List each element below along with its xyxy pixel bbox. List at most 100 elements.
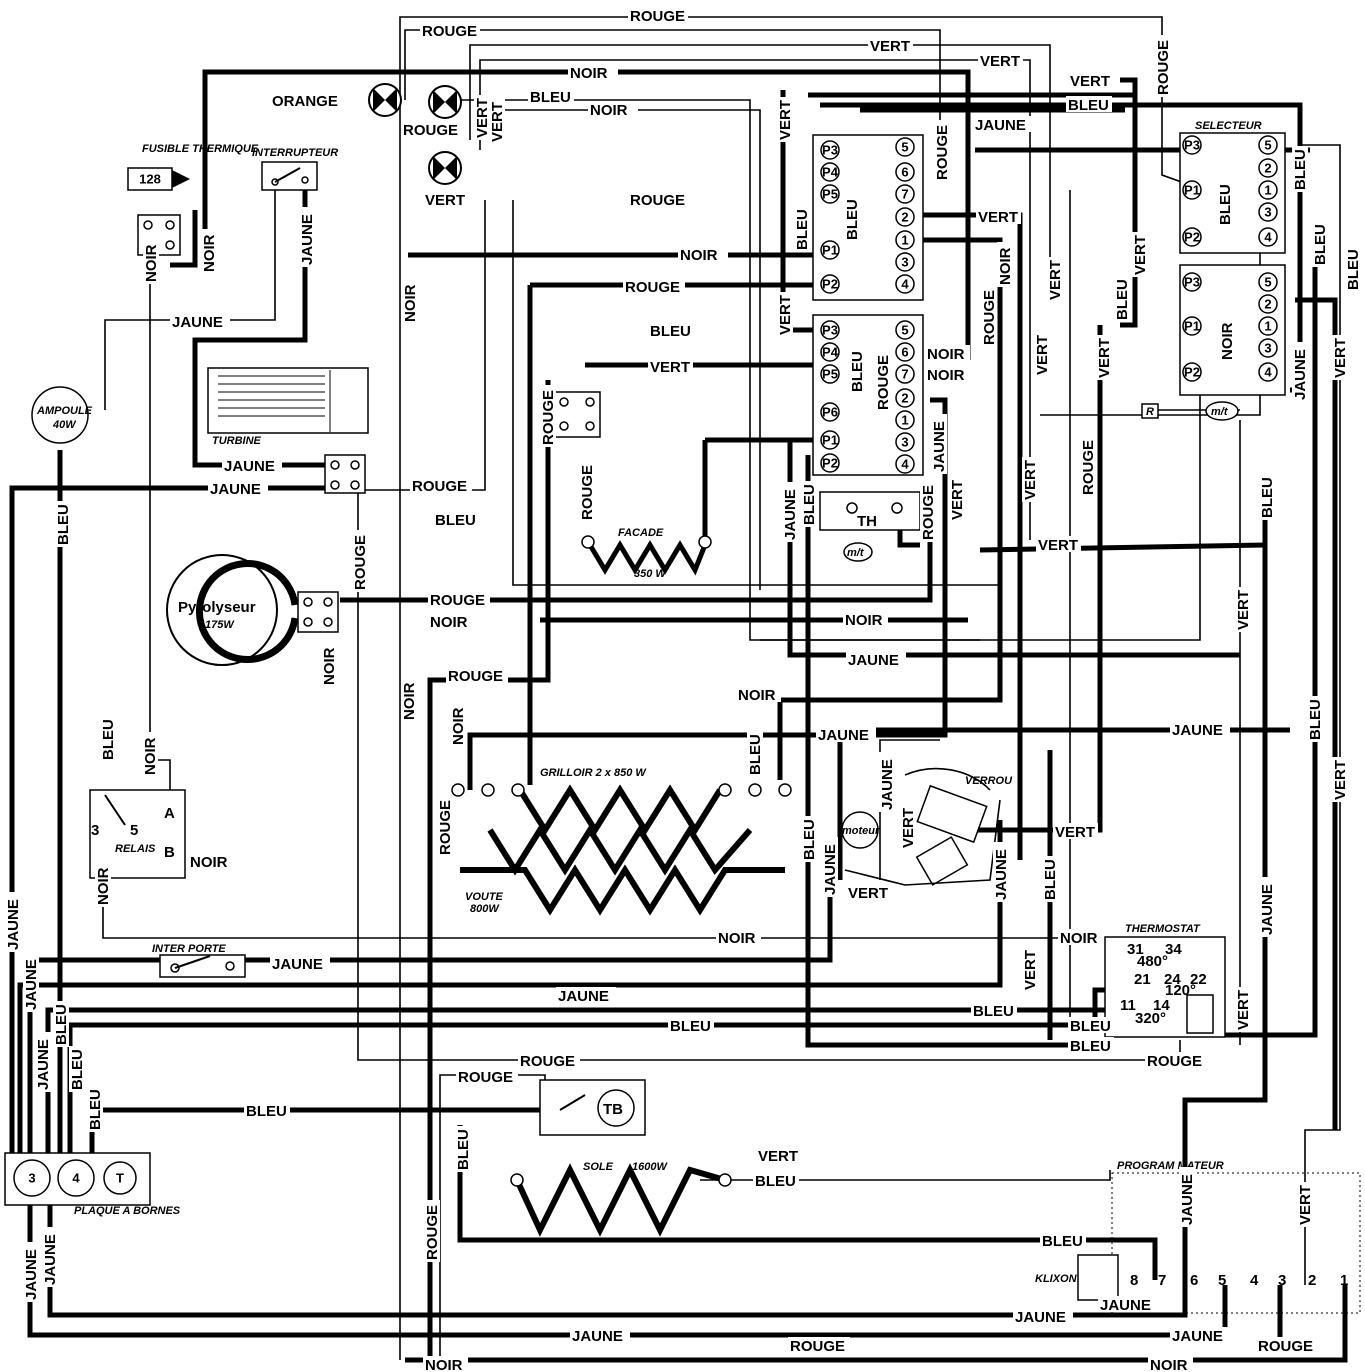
- svg-text:JAUNE: JAUNE: [23, 1249, 40, 1300]
- svg-text:VERT: VERT: [1038, 537, 1078, 554]
- svg-text:VERT: VERT: [978, 209, 1018, 226]
- svg-text:2: 2: [1264, 297, 1271, 312]
- svg-text:P5: P5: [822, 367, 838, 382]
- svg-text:P3: P3: [1184, 275, 1200, 290]
- thermostat: THERMOSTAT 31 34 21 24 22 11 14 480° 120…: [1104, 923, 1226, 1038]
- selector-top-left-terminals: P3 P4 P5 P1 P2: [820, 140, 840, 294]
- selecteur2-left-terminals: P3 P1 P2: [1182, 272, 1202, 382]
- svg-text:VERT: VERT: [1047, 260, 1064, 300]
- svg-text:P2: P2: [1184, 365, 1200, 380]
- svg-text:JAUNE: JAUNE: [224, 458, 275, 475]
- svg-text:ROUGE: ROUGE: [1155, 40, 1172, 95]
- svg-text:320°: 320°: [1135, 1010, 1166, 1027]
- svg-text:VERROU: VERROU: [965, 775, 1013, 787]
- svg-text:175W: 175W: [205, 619, 235, 631]
- svg-text:BLEU: BLEU: [246, 1103, 287, 1120]
- svg-text:7: 7: [901, 187, 908, 202]
- svg-text:BLEU: BLEU: [1345, 249, 1362, 290]
- svg-text:JAUNE: JAUNE: [1100, 1297, 1151, 1314]
- selecteur2-right-terminals: 5 2 1 3 4: [1258, 272, 1278, 382]
- svg-text:P2: P2: [822, 456, 838, 471]
- svg-text:FACADE: FACADE: [618, 527, 664, 539]
- svg-text:BLEU: BLEU: [973, 1003, 1014, 1020]
- lamp-vert-label: VERT: [425, 192, 465, 209]
- svg-text:VERT: VERT: [980, 53, 1020, 70]
- svg-text:P5: P5: [822, 187, 838, 202]
- svg-text:VERT: VERT: [1132, 235, 1149, 275]
- voute: VOUTE 800W: [460, 864, 785, 916]
- svg-text:JAUNE: JAUNE: [299, 214, 316, 265]
- svg-text:ROUGE: ROUGE: [630, 8, 685, 25]
- svg-text:1: 1: [901, 413, 908, 428]
- svg-text:6: 6: [901, 345, 908, 360]
- svg-text:40W: 40W: [52, 419, 77, 431]
- svg-text:BLEU: BLEU: [670, 1018, 711, 1035]
- selector-mid-left-terminals: P3 P4 P5 P6 P1 P2: [820, 320, 840, 473]
- svg-text:A: A: [164, 805, 175, 822]
- svg-text:BLEU: BLEU: [1068, 97, 1109, 114]
- svg-text:RELAIS: RELAIS: [115, 843, 156, 855]
- svg-text:P1: P1: [822, 433, 838, 448]
- svg-text:BLEU: BLEU: [1114, 279, 1131, 320]
- svg-text:BLEU: BLEU: [455, 1129, 472, 1170]
- svg-text:NOIR: NOIR: [143, 244, 160, 282]
- svg-text:P1: P1: [1184, 183, 1200, 198]
- interrupteur: INTERRUPTEUR: [252, 147, 338, 191]
- lamp-orange: ORANGE: [272, 83, 402, 117]
- svg-text:34: 34: [1165, 941, 1182, 958]
- svg-text:BLEU: BLEU: [69, 1049, 86, 1090]
- svg-text:NOIR: NOIR: [845, 612, 883, 629]
- svg-text:PROGRAM MATEUR: PROGRAM MATEUR: [1117, 1160, 1224, 1172]
- turbine: TURBINE: [207, 367, 369, 494]
- svg-text:BLEU: BLEU: [1259, 477, 1276, 518]
- svg-text:P4: P4: [822, 345, 839, 360]
- svg-text:VERT: VERT: [949, 480, 966, 520]
- plaque-a-bornes: 3 4 T PLAQUE A BORNES: [4, 1152, 181, 1217]
- svg-text:NOIR: NOIR: [927, 367, 965, 384]
- svg-text:NOIR: NOIR: [1150, 1357, 1188, 1372]
- svg-text:ROUGE: ROUGE: [1147, 1053, 1202, 1070]
- svg-text:4: 4: [1264, 230, 1272, 245]
- svg-text:21: 21: [1134, 971, 1151, 988]
- svg-text:BLEU: BLEU: [801, 484, 818, 525]
- svg-text:NOIR: NOIR: [718, 930, 756, 947]
- svg-text:JAUNE: JAUNE: [1172, 1328, 1223, 1345]
- svg-text:3: 3: [28, 1171, 35, 1186]
- svg-text:JAUNE: JAUNE: [42, 1234, 59, 1285]
- sole: SOLE 1600W: [510, 1161, 732, 1237]
- svg-text:m/t: m/t: [847, 547, 865, 559]
- svg-text:5: 5: [1264, 138, 1271, 153]
- svg-text:NOIR: NOIR: [570, 65, 608, 82]
- svg-text:BLEU: BLEU: [650, 323, 691, 340]
- svg-text:ROUGE: ROUGE: [579, 465, 596, 520]
- svg-text:BLEU: BLEU: [747, 734, 764, 775]
- svg-text:1: 1: [1340, 1272, 1348, 1289]
- svg-text:VERT: VERT: [1070, 73, 1110, 90]
- svg-text:ROUGE: ROUGE: [412, 478, 467, 495]
- svg-text:ROUGE: ROUGE: [520, 1053, 575, 1070]
- svg-text:BLEU: BLEU: [530, 89, 571, 106]
- svg-text:VERT: VERT: [870, 38, 910, 55]
- svg-text:moteur: moteur: [842, 825, 880, 837]
- svg-text:NOIR: NOIR: [401, 682, 418, 720]
- svg-text:NOIR: NOIR: [997, 247, 1014, 285]
- svg-text:2: 2: [1308, 1272, 1316, 1289]
- svg-text:BLEU: BLEU: [849, 351, 866, 392]
- svg-text:INTER PORTE: INTER PORTE: [152, 943, 226, 955]
- svg-text:ROUGE: ROUGE: [790, 1338, 845, 1355]
- svg-text:BLEU: BLEU: [1292, 149, 1309, 190]
- svg-text:NOIR: NOIR: [450, 707, 467, 745]
- svg-text:4: 4: [1250, 1272, 1259, 1289]
- svg-text:NOIR: NOIR: [1219, 322, 1236, 360]
- svg-text:5: 5: [1264, 275, 1271, 290]
- svg-text:JAUNE: JAUNE: [1015, 1309, 1066, 1326]
- svg-text:VERT: VERT: [900, 808, 917, 848]
- svg-text:VERT: VERT: [777, 295, 794, 335]
- grilloir: GRILLOIR 2 x 850 W: [451, 767, 792, 876]
- svg-text:VERT: VERT: [1297, 1185, 1314, 1225]
- svg-text:TURBINE: TURBINE: [212, 435, 262, 447]
- svg-text:P6: P6: [822, 405, 838, 420]
- lamp-rouge-label: ROUGE: [403, 122, 458, 139]
- svg-text:4: 4: [1264, 365, 1272, 380]
